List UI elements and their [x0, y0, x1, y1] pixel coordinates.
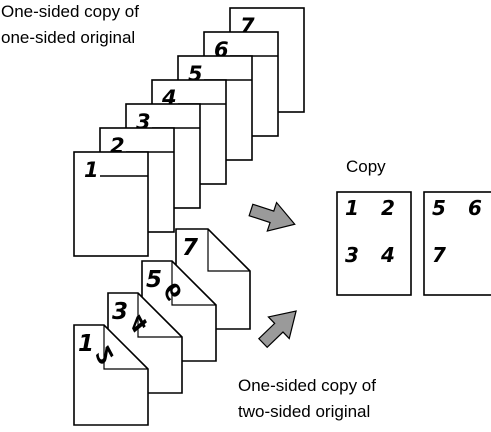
arrow-right-up-icon	[257, 310, 297, 349]
sheet-front-number: 5	[146, 267, 162, 293]
caption-top-line2: one-sided original	[1, 28, 136, 47]
sheet-outline	[73, 324, 149, 426]
caption-top-line1: One-sided copy of	[1, 2, 139, 21]
copy-page-number: 7	[432, 243, 446, 267]
sheet-fold	[207, 229, 250, 272]
sheet-front-number: 3	[112, 299, 128, 325]
copy-sheet-outline	[336, 191, 412, 296]
two-sided-sheet: 12	[73, 324, 149, 426]
sheet-front-number: 7	[182, 235, 198, 261]
arrows	[248, 201, 297, 349]
caption-bottom-line1: One-sided copy of	[238, 376, 376, 395]
sheet-fold	[103, 325, 148, 370]
page-outline	[73, 151, 149, 257]
copy-page-number: 3	[345, 243, 359, 267]
copy-page-number: 5	[432, 196, 446, 220]
sheet-fold	[137, 293, 182, 338]
caption-bottom-line2: two-sided original	[238, 402, 371, 421]
copy-page-number: 2	[381, 196, 395, 220]
caption-copy: Copy	[346, 157, 386, 176]
sheet-front-number: 1	[78, 331, 94, 357]
page-number: 1	[84, 158, 99, 182]
copy-page-number: 4	[380, 243, 395, 267]
sheet-fold	[171, 261, 216, 306]
copy-page-number: 1	[345, 196, 359, 220]
page-sheet: 1	[73, 151, 149, 257]
arrow-right-down-icon	[248, 201, 296, 232]
copy-page-number: 6	[468, 196, 482, 220]
copy-sheet-outline	[423, 191, 491, 296]
